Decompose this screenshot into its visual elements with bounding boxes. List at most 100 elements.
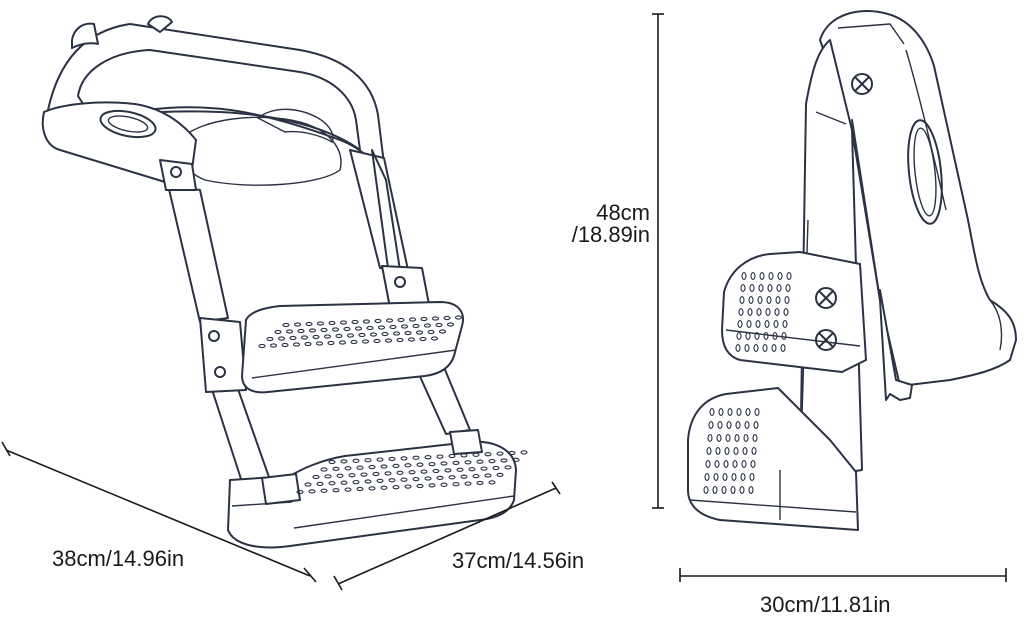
side-step-grip-pattern (703, 272, 792, 494)
grip-hole (745, 408, 751, 416)
grip-hole (446, 322, 455, 327)
grip-hole (380, 464, 388, 469)
grip-hole (352, 458, 360, 463)
grip-hole (408, 317, 417, 322)
screw-icon (394, 276, 406, 288)
grip-hole (381, 331, 389, 337)
grip-hole (476, 459, 484, 464)
grip-hole (415, 330, 424, 335)
grip-hole (786, 272, 792, 280)
grip-hole (424, 476, 432, 481)
grip-hole (762, 344, 768, 352)
grip-hole (774, 308, 780, 316)
side-depth-label: 30cm/11.81in (760, 592, 891, 617)
grip-hole (308, 489, 316, 494)
grip-hole (707, 434, 713, 442)
grip-hole (752, 434, 758, 442)
front-view-ladder (41, 15, 517, 549)
grip-hole (742, 447, 748, 455)
depth-label: 37cm/14.56in (452, 548, 585, 573)
side-upper-step (721, 251, 867, 373)
grip-hole (718, 408, 724, 416)
width-label: 38cm/14.96in (52, 546, 185, 571)
dimension-lines (1, 13, 1007, 591)
grip-hole (282, 322, 290, 328)
grip-hole (721, 486, 727, 494)
grip-hole (377, 325, 386, 330)
grip-hole (484, 473, 492, 478)
grip-hole (368, 464, 376, 470)
grip-hole (746, 320, 752, 328)
grip-hole (404, 463, 412, 468)
grip-hole (708, 421, 714, 429)
grip-hole (392, 463, 400, 469)
grip-hole (703, 486, 709, 494)
grip-hole (292, 342, 301, 347)
grip-hole (753, 344, 759, 352)
grip-hole (716, 434, 722, 442)
grip-hole (512, 457, 520, 463)
grip-hole (316, 321, 325, 326)
grip-hole (741, 272, 747, 280)
grip-hole (336, 473, 344, 478)
grip-hole (484, 452, 492, 457)
grip-hole (444, 468, 452, 473)
grip-hole (712, 486, 718, 494)
grip-hole (496, 472, 504, 478)
grip-hole (320, 327, 328, 333)
grip-hole (454, 315, 463, 320)
grip-hole (731, 473, 737, 481)
grip-hole (384, 471, 392, 476)
grip-hole (750, 460, 756, 468)
grip-hole (739, 296, 745, 304)
grip-hole (709, 408, 715, 416)
grip-hole (780, 344, 786, 352)
grip-hole (327, 340, 335, 346)
grip-hole (368, 486, 376, 491)
grip-hole (766, 296, 772, 304)
grip-hole (266, 336, 274, 342)
grip-hole (323, 334, 332, 339)
grip-hole (782, 320, 788, 328)
grip-hole (480, 466, 488, 471)
grip-hole (783, 308, 789, 316)
grip-hole (420, 469, 428, 474)
grip-hole (756, 308, 762, 316)
grip-hole (404, 330, 412, 336)
grip-hole (456, 467, 464, 472)
grip-hole (734, 434, 740, 442)
grip-hole (385, 318, 394, 323)
grip-hole (277, 336, 286, 341)
grip-hole (488, 480, 496, 485)
front-screws (170, 166, 406, 378)
screw-icon (208, 330, 220, 342)
x-screw-icon (815, 329, 837, 351)
grip-hole (320, 488, 328, 493)
grip-hole (440, 461, 448, 466)
grip-hole (392, 331, 401, 336)
side-screws (815, 73, 873, 351)
grip-hole (740, 473, 746, 481)
seat-front-body (41, 101, 197, 187)
base-block-right (449, 429, 483, 455)
grip-hole (308, 328, 317, 333)
grip-hole (305, 321, 313, 327)
grip-hole (448, 475, 456, 480)
grip-hole (758, 284, 764, 292)
width-dimension-line (5, 449, 311, 577)
grip-hole (736, 332, 742, 340)
grip-hole (733, 447, 739, 455)
grip-hole (755, 320, 761, 328)
grip-hole (757, 296, 763, 304)
grip-hole (748, 296, 754, 304)
grip-hole (366, 325, 374, 331)
grip-hole (744, 344, 750, 352)
grip-hole (460, 474, 468, 479)
grip-hole (350, 339, 358, 345)
grip-hole (346, 333, 355, 338)
grip-hole (723, 460, 729, 468)
height-label: 48cm /18.89in (546, 202, 650, 246)
grip-hole (500, 458, 508, 463)
grip-hole (765, 308, 771, 316)
grip-hole (362, 319, 371, 324)
